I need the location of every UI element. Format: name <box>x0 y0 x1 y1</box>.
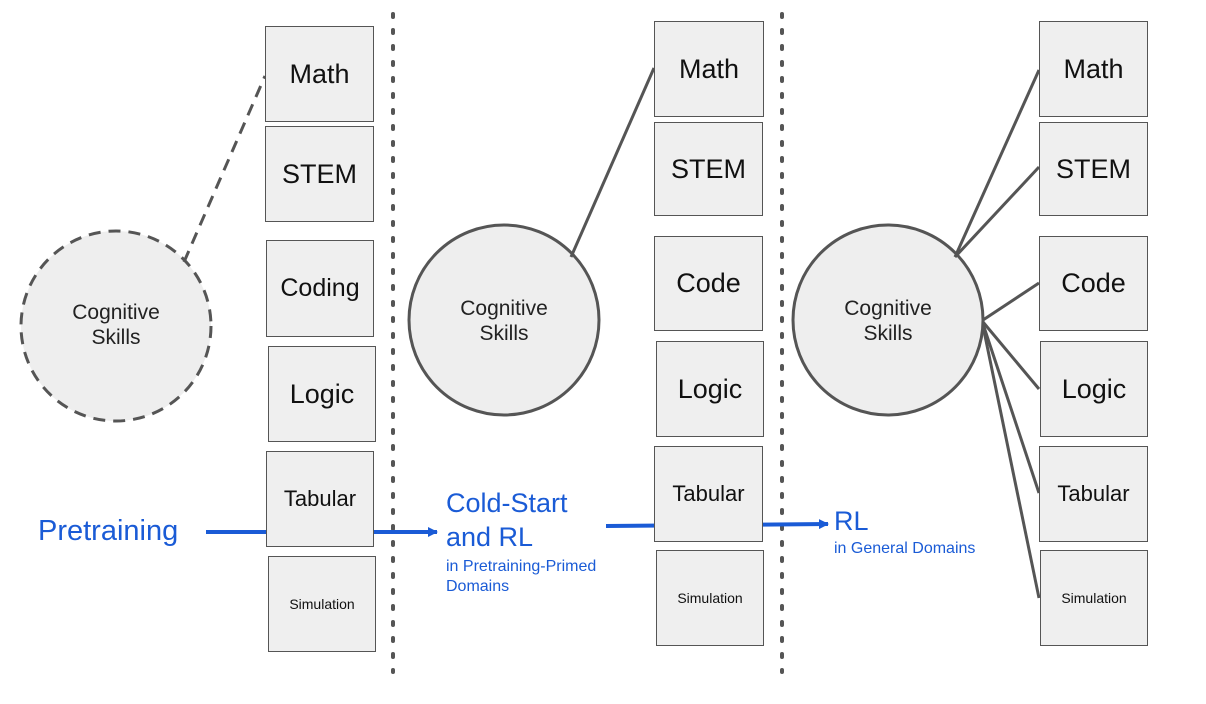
stage-3-domain-code: Code <box>1039 236 1148 331</box>
stage-1-link-math <box>182 75 267 263</box>
stage-1-domain-stem: STEM <box>265 126 374 222</box>
stage-3-domain-math: Math <box>1039 21 1148 117</box>
phase-label-coldstart-subtitle: in Pretraining-Primed Domains <box>446 557 596 597</box>
stage-3-link-tabular <box>981 323 1041 494</box>
stage-3-domain-simulation: Simulation <box>1040 550 1148 646</box>
stage-2-circle <box>407 223 601 417</box>
stage-2-domain-simulation: Simulation <box>656 550 764 646</box>
stage-1-domain-simulation: Simulation <box>268 556 376 652</box>
stage-2-circle-label: Cognitive Skills <box>460 297 548 345</box>
phase-label-coldstart-sub-2: Domains <box>446 578 510 595</box>
phase-label-pretraining: Pretraining <box>38 515 179 547</box>
stage-3-link-code <box>982 281 1040 322</box>
stage-2-link-math <box>569 67 656 258</box>
phase-label-coldstart-sub-1: in Pretraining-Primed <box>446 558 597 575</box>
phase-label-coldstart-title: Cold-Start and RL <box>446 486 568 554</box>
stage-1-circle-label: Cognitive Skills <box>72 301 160 349</box>
stage-3-domain-stem: STEM <box>1039 122 1148 216</box>
phase-label-rl-title: RL <box>834 506 869 536</box>
stage-1-domain-math: Math <box>265 26 374 122</box>
stage-3-circle-label: Cognitive Skills <box>844 297 932 345</box>
stage-2-domain-tabular: Tabular <box>654 446 763 542</box>
stage-3-link-simulation <box>981 325 1041 599</box>
stage-1-circle <box>19 229 213 423</box>
stage-2-domain-code: Code <box>654 236 763 331</box>
stage-1-domain-tabular: Tabular <box>266 451 374 547</box>
stage-3-link-math <box>953 69 1041 258</box>
stage-3-domain-logic: Logic <box>1040 341 1148 437</box>
phase-label-coldstart-line-1: Cold-Start <box>446 488 568 518</box>
stage-1-domain-logic: Logic <box>268 346 376 442</box>
stage-3-link-stem <box>953 165 1041 259</box>
stage-3-link-logic <box>981 321 1041 390</box>
stage-1-domain-coding: Coding <box>266 240 374 337</box>
phase-label-coldstart-line-2: and RL <box>446 522 534 552</box>
stage-2-domain-stem: STEM <box>654 122 763 216</box>
stage-3-domain-tabular: Tabular <box>1039 446 1148 542</box>
stage-2-domain-math: Math <box>654 21 764 117</box>
phase-label-rl-subtitle: in General Domains <box>834 540 976 557</box>
stage-2-domain-logic: Logic <box>656 341 764 437</box>
